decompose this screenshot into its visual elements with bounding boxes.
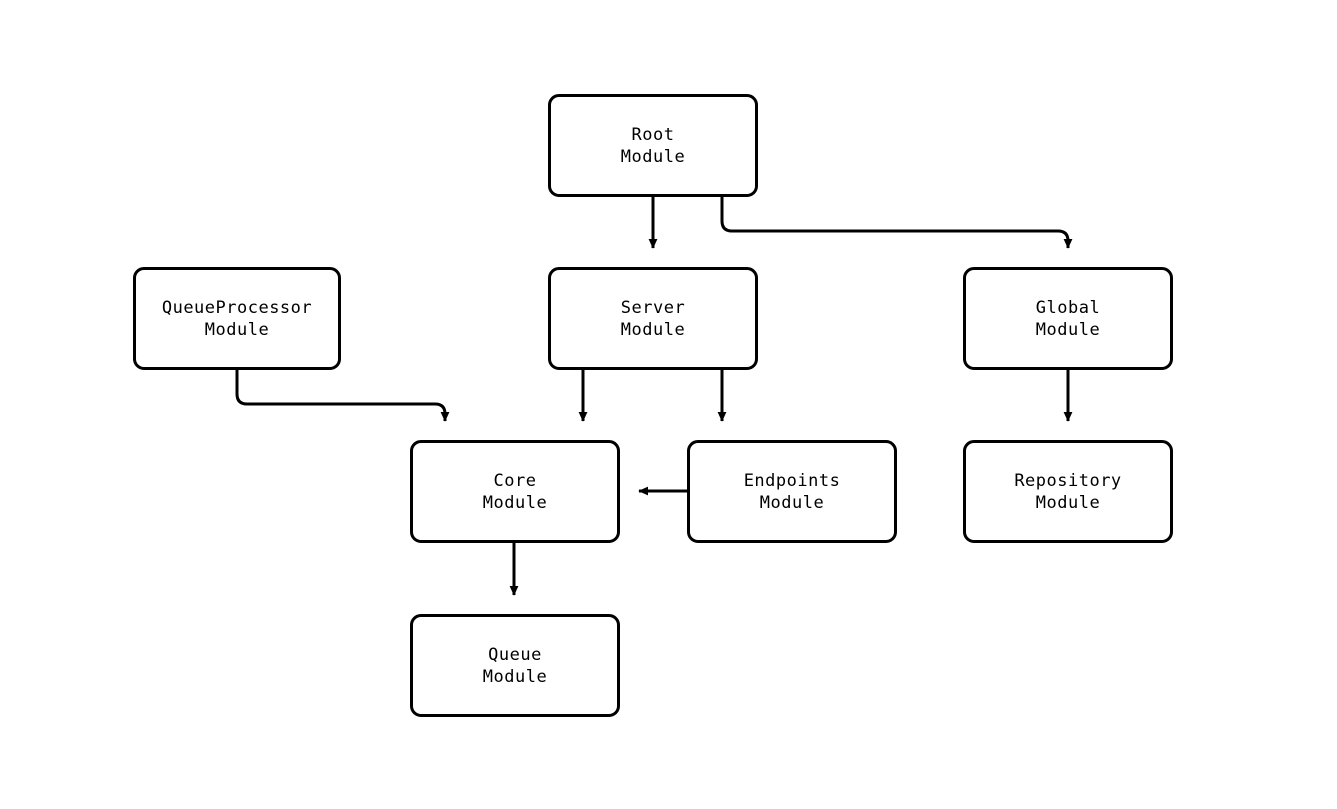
node-global-module-label-line1: Global	[1035, 297, 1101, 318]
node-queueprocessor-module-label-line1: QueueProcessor	[161, 297, 313, 318]
edge-root-global	[720, 197, 1073, 249]
node-queue-module-label-line2: Module	[482, 666, 548, 687]
node-root-module-label-line1: Root	[631, 124, 675, 145]
node-server-module-label-line1: Server	[620, 297, 686, 318]
node-global-module[interactable]: Global Module	[963, 267, 1173, 370]
node-repository-module[interactable]: Repository Module	[963, 440, 1173, 543]
node-server-module-label-line2: Module	[620, 319, 686, 340]
node-endpoints-module-label-line1: Endpoints	[743, 470, 841, 491]
node-global-module-label-line2: Module	[1035, 319, 1101, 340]
node-queue-module-label-line1: Queue	[488, 644, 542, 665]
node-server-module[interactable]: Server Module	[548, 267, 758, 370]
node-core-module-label-line1: Core	[493, 470, 537, 491]
node-core-module-label-line2: Module	[482, 492, 548, 513]
node-queueprocessor-module[interactable]: QueueProcessor Module	[133, 267, 341, 370]
edge-queueprocessor-core	[235, 370, 450, 422]
node-endpoints-module[interactable]: Endpoints Module	[687, 440, 897, 543]
node-repository-module-label-line1: Repository	[1014, 470, 1122, 491]
node-root-module-label-line2: Module	[620, 146, 686, 167]
node-endpoints-module-label-line2: Module	[759, 492, 825, 513]
node-root-module[interactable]: Root Module	[548, 94, 758, 197]
node-queue-module[interactable]: Queue Module	[410, 614, 620, 717]
node-queueprocessor-module-label-line2: Module	[204, 319, 270, 340]
node-core-module[interactable]: Core Module	[410, 440, 620, 543]
node-repository-module-label-line2: Module	[1035, 492, 1101, 513]
